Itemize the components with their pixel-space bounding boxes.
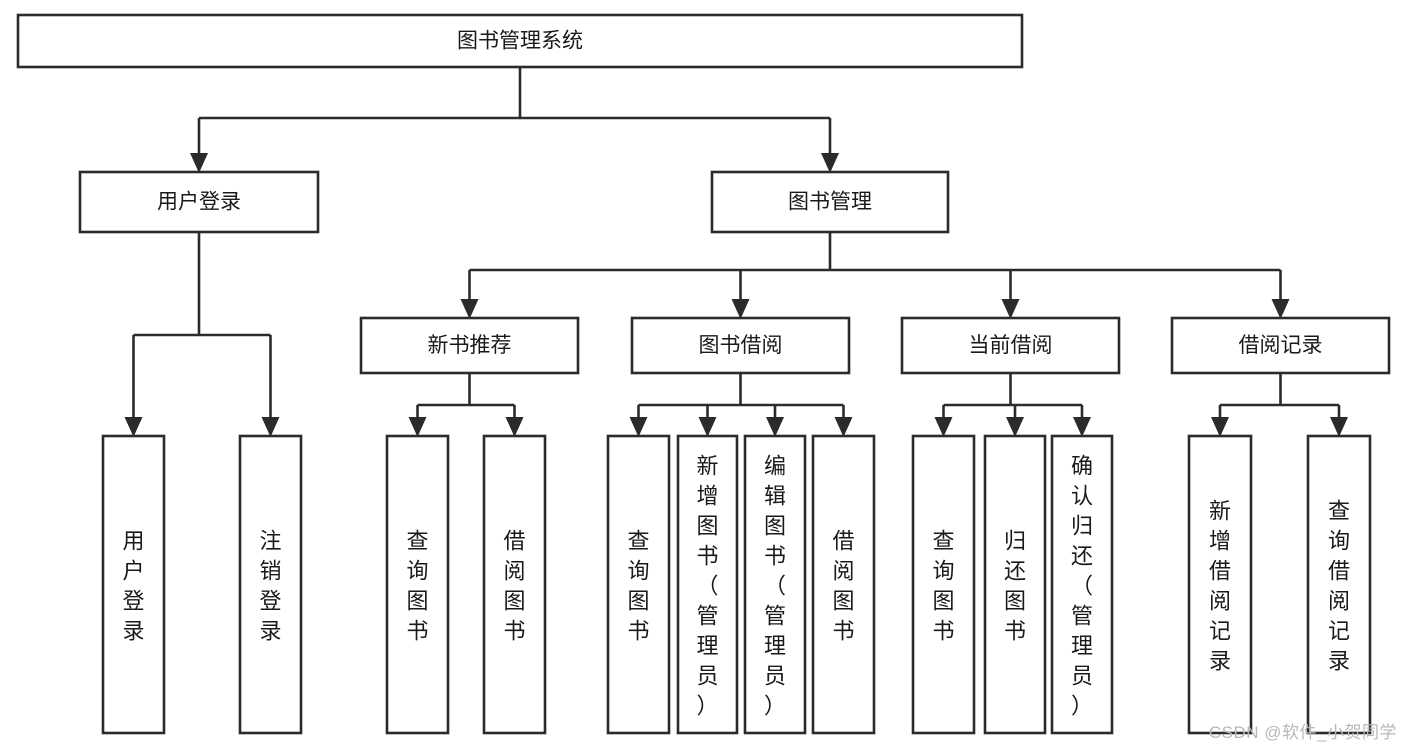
node-leaf-logout[interactable]: 注销登录 [238,434,303,735]
arrowhead-icon [1001,299,1020,319]
node-box-leaf-logout [238,434,303,735]
csdn-watermark: CSDN @软件_小贺同学 [1208,723,1397,742]
node-box-leaf-query-book-2 [606,434,671,735]
node-box-leaf-return-book [983,434,1047,735]
node-label-leaf-edit-book: 编辑图书（管理员） [764,454,786,719]
node-label-leaf-logout: 注销登录 [259,529,281,644]
node-leaf-borrow-book-1[interactable]: 借阅图书 [482,434,547,735]
node-box-book-manage [710,170,950,234]
node-leaf-query-book-1[interactable]: 查询图书 [385,434,450,735]
node-user-login[interactable]: 用户登录 [78,170,320,234]
arrowhead-icon [731,299,750,319]
node-label-leaf-query-record: 查询借阅记录 [1328,499,1350,674]
connectors-layer [124,67,1348,437]
node-label-book-borrow: 图书借阅 [699,334,783,357]
edge-group-current-borrow [934,373,1091,437]
node-box-leaf-query-book-3 [911,434,976,735]
node-label-leaf-borrow-book-2: 借阅图书 [832,529,854,644]
node-book-manage[interactable]: 图书管理 [710,170,950,234]
node-leaf-add-record[interactable]: 新增借阅记录 [1187,434,1253,735]
arrowhead-icon [190,153,208,173]
node-label-leaf-query-book-2: 查询图书 [627,529,649,644]
arrowhead-icon [1073,417,1091,437]
node-borrow-record[interactable]: 借阅记录 [1170,316,1391,375]
arrowhead-icon [505,417,524,437]
node-label-leaf-user-login: 用户登录 [122,529,144,644]
arrowhead-icon [1330,417,1348,437]
node-leaf-query-book-2[interactable]: 查询图书 [606,434,671,735]
node-leaf-edit-book[interactable]: 编辑图书（管理员） [743,434,807,735]
node-leaf-query-record[interactable]: 查询借阅记录 [1306,434,1372,735]
node-label-new-book-recommend: 新书推荐 [428,334,512,357]
node-box-leaf-query-record [1306,434,1372,735]
arrowhead-icon [698,417,717,437]
node-box-leaf-edit-book [743,434,807,735]
node-leaf-query-book-3[interactable]: 查询图书 [911,434,976,735]
arrowhead-icon [629,417,648,437]
node-label-leaf-add-book: 新增图书（管理员） [696,454,718,719]
node-box-root [16,13,1024,69]
edge-group-borrow-record [1211,373,1348,437]
node-box-new-book-recommend [359,316,580,375]
arrowhead-icon [1006,417,1024,437]
edge-group-book-manage [460,232,1290,319]
node-leaf-user-login[interactable]: 用户登录 [101,434,166,735]
node-leaf-add-book[interactable]: 新增图书（管理员） [676,434,739,735]
edge-group-book-borrow [629,373,853,437]
node-root[interactable]: 图书管理系统 [16,13,1024,69]
node-label-leaf-query-book-1: 查询图书 [406,529,428,644]
node-current-borrow[interactable]: 当前借阅 [900,316,1121,375]
node-label-leaf-add-record: 新增借阅记录 [1209,499,1231,674]
node-box-leaf-borrow-book-1 [482,434,547,735]
node-box-leaf-query-book-1 [385,434,450,735]
node-leaf-borrow-book-2[interactable]: 借阅图书 [811,434,876,735]
node-box-leaf-user-login [101,434,166,735]
arrowhead-icon [124,417,143,437]
node-label-book-manage: 图书管理 [788,191,872,214]
node-box-leaf-confirm-return [1050,434,1114,735]
node-box-current-borrow [900,316,1121,375]
arrowhead-icon [766,417,784,437]
arrowhead-icon [834,417,853,437]
node-box-borrow-record [1170,316,1391,375]
node-leaf-return-book[interactable]: 归还图书 [983,434,1047,735]
edge-group-new-book-recommend [408,373,524,437]
node-label-user-login: 用户登录 [157,191,241,214]
node-box-leaf-borrow-book-2 [811,434,876,735]
node-label-current-borrow: 当前借阅 [969,334,1053,357]
node-box-book-borrow [630,316,851,375]
edge-group-root [190,67,839,173]
edge-group-user-login [124,232,280,437]
node-label-leaf-confirm-return: 确认归还（管理员） [1071,454,1093,719]
node-label-leaf-query-book-3: 查询图书 [932,529,954,644]
node-box-leaf-add-record [1187,434,1253,735]
node-label-borrow-record: 借阅记录 [1239,334,1323,357]
arrowhead-icon [821,153,839,173]
nodes-layer: 图书管理系统用户登录图书管理新书推荐图书借阅当前借阅借阅记录用户登录注销登录查询… [16,13,1391,735]
arrowhead-icon [934,417,953,437]
arrowhead-icon [408,417,427,437]
node-book-borrow[interactable]: 图书借阅 [630,316,851,375]
node-label-root: 图书管理系统 [457,30,583,53]
node-new-book-recommend[interactable]: 新书推荐 [359,316,580,375]
arrowhead-icon [460,299,479,319]
node-leaf-confirm-return[interactable]: 确认归还（管理员） [1050,434,1114,735]
arrowhead-icon [261,417,280,437]
node-label-leaf-borrow-book-1: 借阅图书 [503,529,525,644]
node-label-leaf-return-book: 归还图书 [1004,529,1026,644]
arrowhead-icon [1271,299,1290,319]
arrowhead-icon [1211,417,1229,437]
node-box-leaf-add-book [676,434,739,735]
node-box-user-login [78,170,320,234]
